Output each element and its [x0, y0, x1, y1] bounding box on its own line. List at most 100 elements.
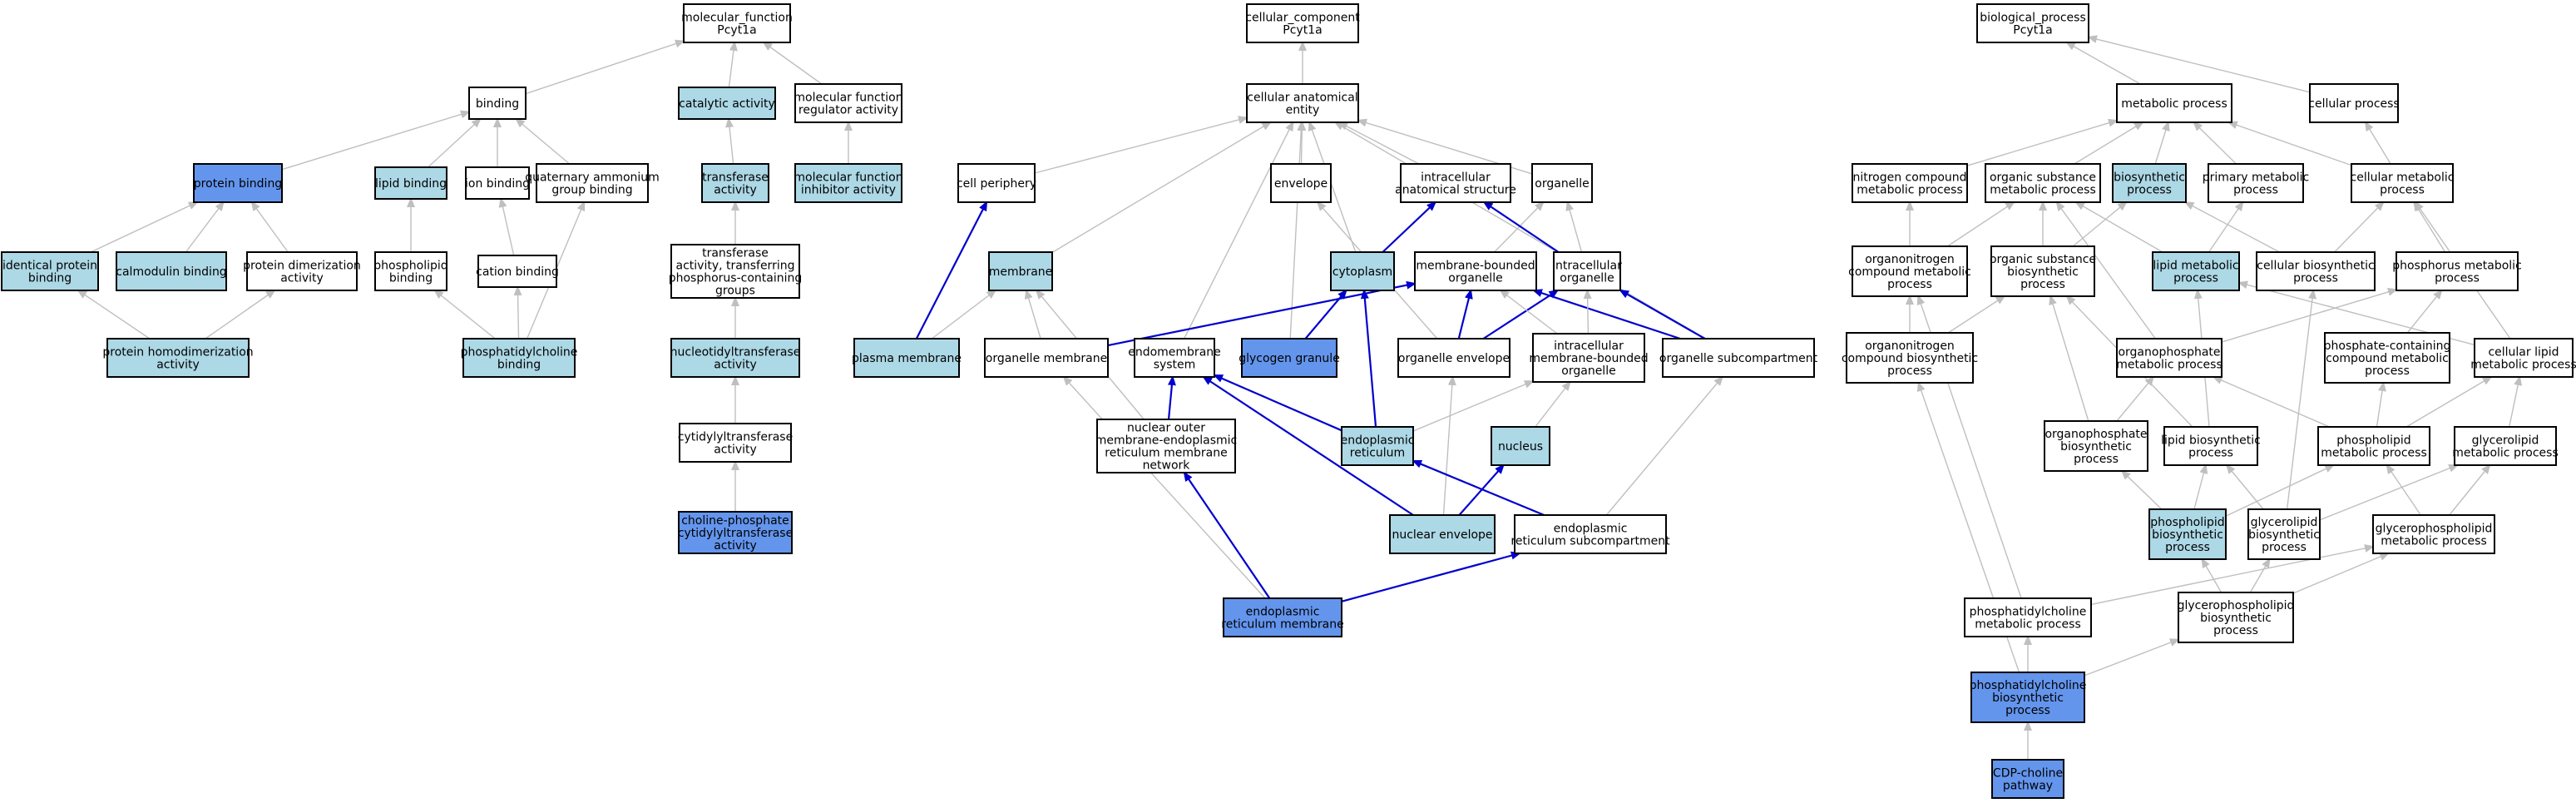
- node-box-orgnitmet: [1852, 245, 1968, 297]
- node-label-primmet-0: primary metabolic: [2203, 171, 2310, 185]
- node-box-orgsubmet: [1985, 163, 2101, 203]
- node-ionbind[interactable]: ion binding: [465, 166, 530, 200]
- node-envelope[interactable]: envelope: [1270, 163, 1332, 203]
- node-label-orgsubmet-1: metabolic process: [1990, 184, 2096, 197]
- node-label-transphos-3: groups: [715, 285, 755, 298]
- node-label-prothomo-1: activity: [156, 359, 200, 372]
- node-box-pcmet: [1964, 597, 2092, 637]
- node-cellperiph[interactable]: cell periphery: [957, 163, 1036, 203]
- node-box-protbind: [193, 163, 283, 203]
- node-cellproc[interactable]: cellular process: [2308, 83, 2400, 123]
- node-orgsub[interactable]: organelle subcompartment: [1659, 338, 1818, 378]
- node-nucenv[interactable]: nuclear envelope: [1389, 514, 1496, 554]
- node-plasmamemb[interactable]: plasma membrane: [852, 338, 962, 378]
- node-catalytic[interactable]: catalytic activity: [678, 87, 776, 120]
- node-label-calmod-0: calmodulin binding: [116, 265, 226, 279]
- edge-cytoplasm-to-intraanat: [1382, 201, 1437, 253]
- node-organelle[interactable]: organelle: [1531, 163, 1593, 203]
- edge-cellbio-to-biosynth: [2183, 201, 2280, 253]
- node-orgmemb[interactable]: organelle membrane: [984, 338, 1109, 378]
- node-glycogen[interactable]: glycogen granule: [1239, 338, 1340, 378]
- node-label-cdp-1: pathway: [2003, 780, 2053, 793]
- node-orgenv[interactable]: organelle envelope: [1397, 338, 1510, 378]
- node-label-lipidmet-0: lipid metabolic: [2153, 260, 2238, 273]
- edge-phosbio-to-orgphosbio: [2120, 469, 2163, 510]
- node-binding[interactable]: binding: [468, 87, 527, 120]
- node-protbind[interactable]: protein binding: [193, 163, 283, 203]
- node-lipidbind[interactable]: lipid binding: [374, 166, 447, 200]
- edge-cytoplasm-to-cae: [1308, 121, 1357, 253]
- node-label-protbind-0: protein binding: [194, 177, 282, 191]
- node-cytoplasm[interactable]: cytoplasm: [1330, 251, 1395, 291]
- node-label-cellproc-0: cellular process: [2308, 97, 2399, 111]
- edge-nucleus-to-intrambo: [1535, 380, 1571, 428]
- node-box-envelope: [1270, 163, 1332, 203]
- node-label-cationbind-0: cation binding: [476, 265, 559, 279]
- node-calmod[interactable]: calmodulin binding: [116, 251, 227, 291]
- node-label-glymet-1: metabolic process: [2452, 447, 2559, 460]
- node-label-transphos-2: phosphorus-containing: [669, 272, 803, 285]
- edge-glybio-to-glymet: [2319, 464, 2460, 521]
- node-nucouter[interactable]: nuclear outermembrane-endoplasmicreticul…: [1095, 419, 1237, 473]
- node-label-identprot-0: identical protein: [2, 260, 97, 273]
- node-metab[interactable]: metabolic process: [2116, 83, 2232, 123]
- node-label-glyphosmet-1: metabolic process: [2381, 535, 2487, 548]
- node-box-phosphorus: [2396, 251, 2519, 291]
- node-label-phosbio-0: phospholipid: [2150, 516, 2224, 529]
- node-nucleus[interactable]: nucleus: [1491, 426, 1550, 466]
- node-cholinephos[interactable]: choline-phosphatecytidylyltransferaseact…: [678, 511, 793, 554]
- node-cationbind[interactable]: cation binding: [476, 255, 559, 288]
- node-membrane[interactable]: membrane: [988, 251, 1053, 291]
- node-label-glyphosbio-0: glycerophospholipid: [2178, 599, 2295, 612]
